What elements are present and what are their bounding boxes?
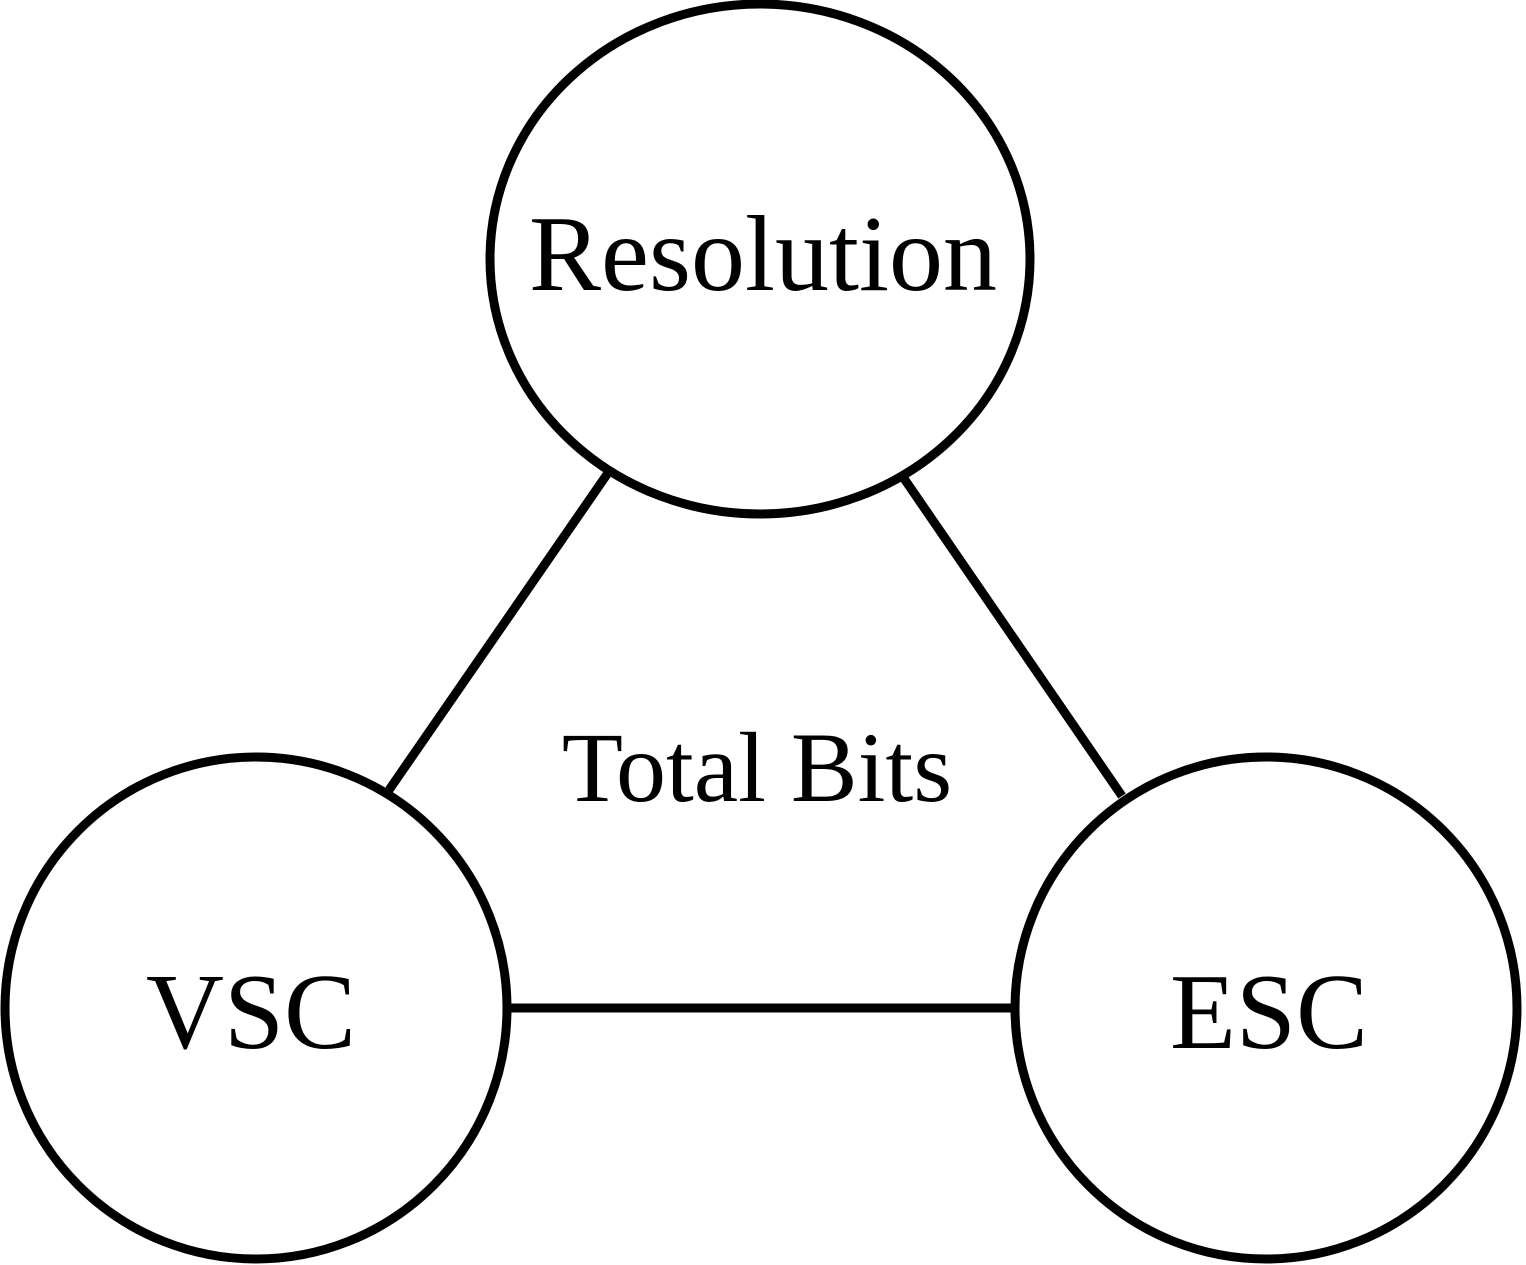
- edge-resolution-esc: [899, 474, 1126, 799]
- node-vsc-label: VSC: [146, 953, 356, 1072]
- node-resolution: Resolution: [485, 0, 1035, 519]
- node-vsc-circle: [0, 752, 512, 1264]
- node-resolution-label: Resolution: [529, 195, 997, 314]
- center-label: Total Bits: [562, 712, 952, 823]
- node-resolution-circle: [485, 0, 1035, 519]
- node-vsc: VSC: [0, 752, 512, 1264]
- node-esc: ESC: [1010, 752, 1522, 1264]
- node-esc-circle: [1010, 752, 1522, 1264]
- node-esc-label: ESC: [1170, 953, 1368, 1072]
- edge-resolution-vsc: [385, 467, 614, 793]
